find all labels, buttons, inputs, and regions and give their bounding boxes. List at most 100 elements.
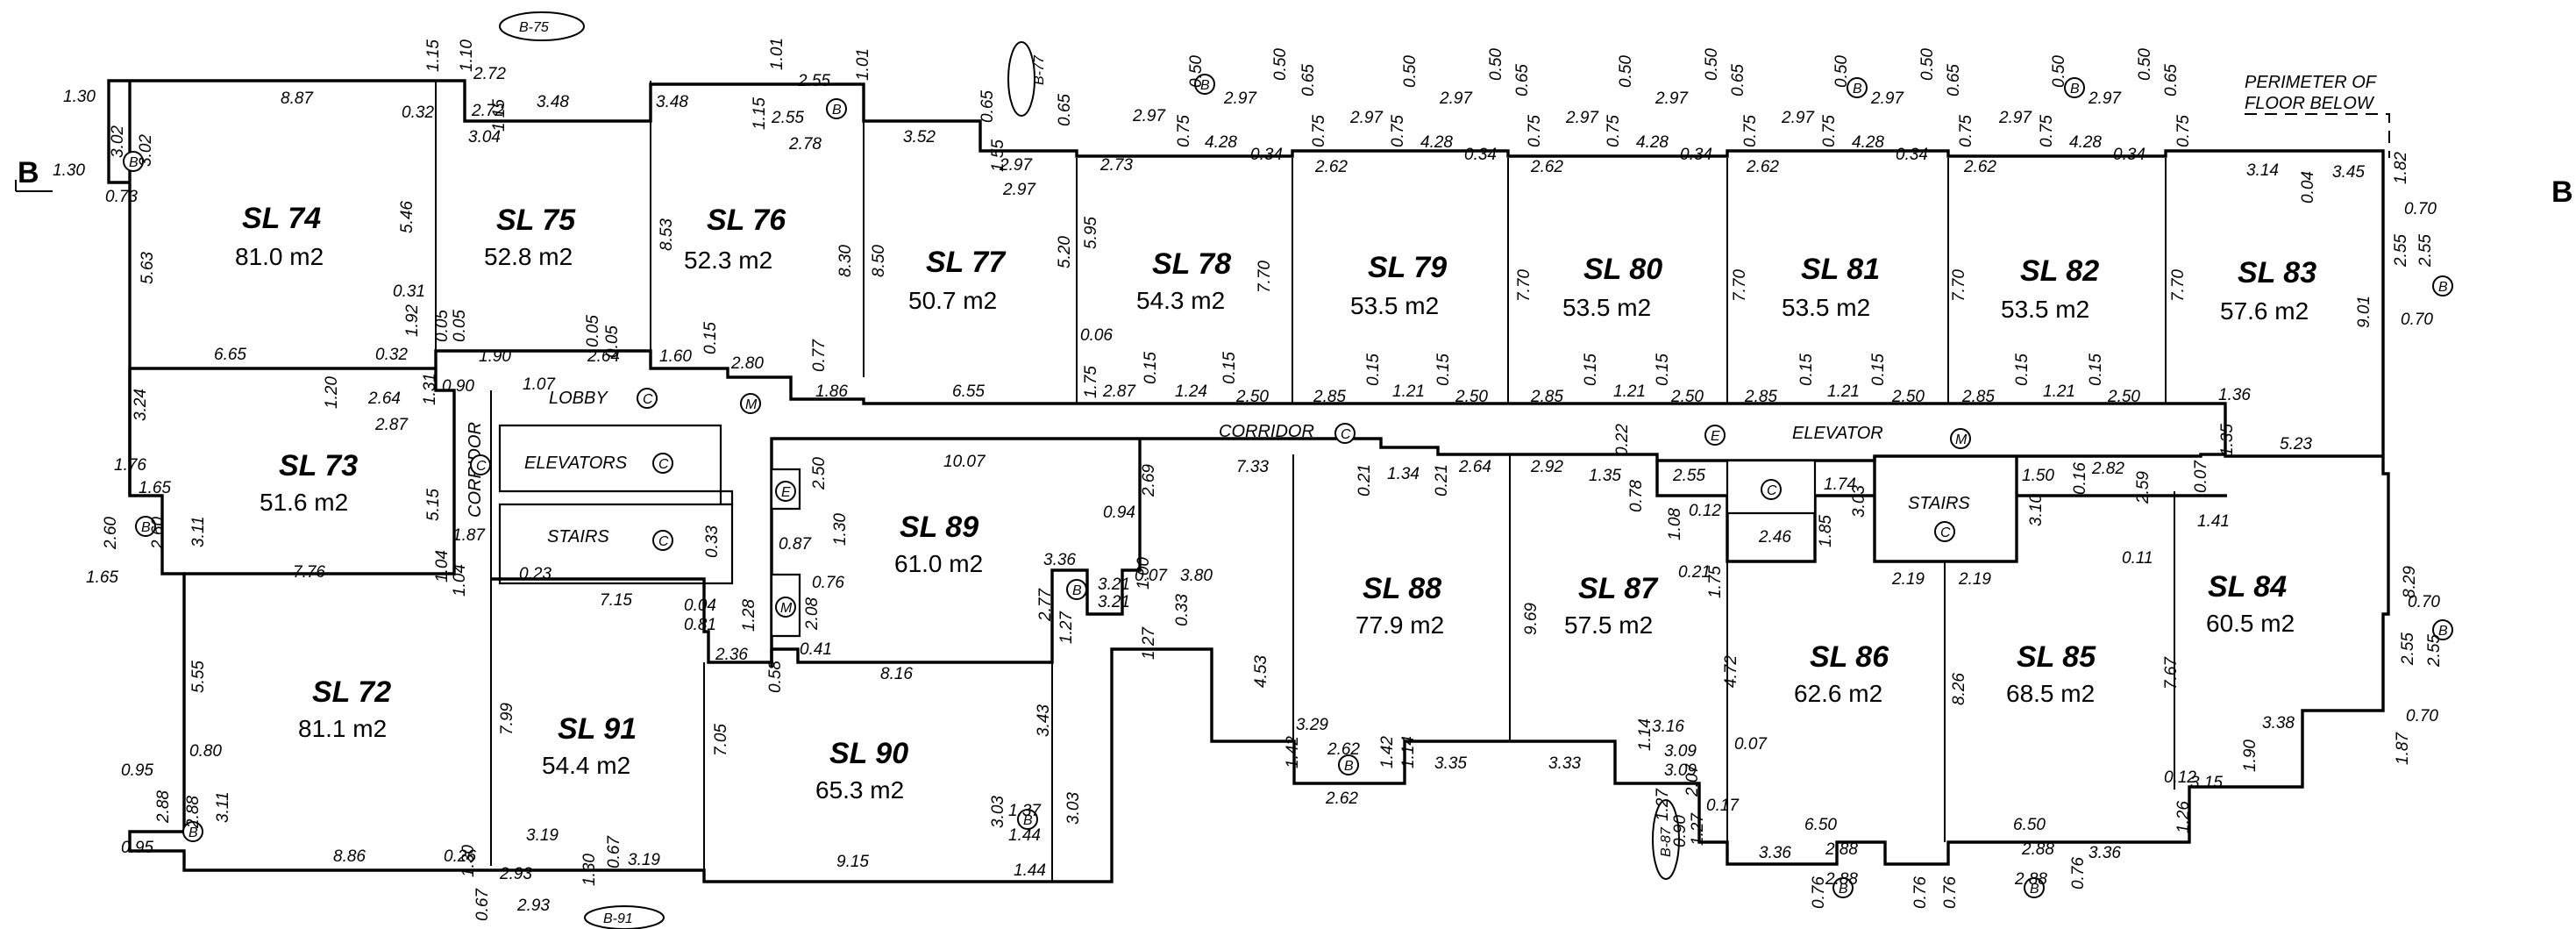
dimension-label: 0.65 bbox=[1299, 64, 1318, 96]
dimension-label: 2.60 bbox=[149, 517, 167, 550]
dimension-label: 1.21 bbox=[1827, 382, 1860, 401]
dimension-label: 2.97 bbox=[1781, 109, 1815, 127]
dimension-label: 0.32 bbox=[375, 346, 408, 364]
dimension-label: 3.10 bbox=[2027, 494, 2046, 526]
unit-area: 57.6 m2 bbox=[2220, 297, 2309, 325]
dimension-label: 1.85 bbox=[1817, 515, 1835, 547]
dimension-label: 1.04 bbox=[433, 550, 452, 582]
balcony-symbol bbox=[182, 821, 203, 842]
dimension-label: 0.65 bbox=[1945, 64, 1963, 96]
dimension-label: 3.11 bbox=[189, 516, 208, 547]
dimension-label: 0.75 bbox=[1741, 115, 1760, 147]
unit-name: SL 78 bbox=[1152, 247, 1231, 281]
dimension-label: 1.82 bbox=[2392, 152, 2410, 184]
electrical-symbol-letter: E bbox=[1711, 429, 1720, 444]
electrical-symbol bbox=[1704, 425, 1726, 446]
dimension-label: 3.48 bbox=[537, 93, 569, 111]
dimension-label: 2.50 bbox=[1455, 388, 1488, 406]
common-symbol-letter: C bbox=[643, 392, 653, 407]
dimension-label: 1.76 bbox=[114, 456, 146, 475]
dimension-label: 1.44 bbox=[1008, 826, 1041, 845]
dimension-label: 1.36 bbox=[2218, 386, 2251, 404]
dimension-label: 1.26 bbox=[2174, 801, 2193, 833]
dimension-label: 8.87 bbox=[281, 89, 314, 108]
dimension-label: 2.50 bbox=[1891, 388, 1925, 406]
balcony-tags: B-75 B-77 B-87 B-91 bbox=[499, 11, 1680, 929]
dimension-label: 6.50 bbox=[1804, 816, 1837, 834]
dimension-label: 0.07 bbox=[1734, 735, 1768, 754]
dimension-label: 1.42 bbox=[1378, 736, 1397, 768]
dimension-label: 2.69 bbox=[1140, 464, 1158, 497]
dimension-label: 2.82 bbox=[2091, 460, 2124, 478]
mechanical-symbol bbox=[775, 597, 796, 618]
dimension-label: 2.78 bbox=[788, 135, 822, 154]
dimension-label: 2.64 bbox=[587, 347, 620, 366]
section-mark-left: B bbox=[18, 156, 39, 189]
dimension-label: 7.70 bbox=[1515, 269, 1534, 302]
dimension-label: 5.15 bbox=[424, 489, 443, 521]
balcony-symbol-letter: B bbox=[832, 103, 842, 118]
balcony-symbol bbox=[826, 98, 847, 119]
unit-area: 81.0 m2 bbox=[235, 243, 324, 270]
unit-name: SL 80 bbox=[1583, 253, 1662, 286]
dimension-label: 1.01 bbox=[854, 48, 872, 81]
mechanical-symbol-letter: M bbox=[745, 397, 758, 412]
balcony-symbol bbox=[1017, 809, 1038, 830]
dimension-label: 0.15 bbox=[1142, 352, 1160, 384]
dimension-label: 2.87 bbox=[374, 416, 409, 434]
unit-name: SL 82 bbox=[2020, 254, 2099, 288]
balcony-tag-b75: B-75 bbox=[519, 20, 549, 35]
walls bbox=[107, 79, 2390, 883]
dimension-label: 3.04 bbox=[468, 128, 501, 146]
stairs-label: STAIRS bbox=[547, 527, 609, 547]
dimension-label: 0.80 bbox=[189, 742, 222, 761]
balcony-symbol-letter: B bbox=[189, 825, 198, 840]
dimension-label: 8.26 bbox=[1950, 673, 1968, 705]
unit-area: 51.6 m2 bbox=[260, 489, 348, 516]
dimension-label: 0.23 bbox=[519, 565, 551, 583]
dimension-label: 0.75 bbox=[1957, 115, 1975, 147]
common-symbol-letter: C bbox=[1341, 427, 1351, 442]
unit-name: SL 86 bbox=[1810, 640, 1889, 674]
dimension-label: 1.35 bbox=[1589, 467, 1621, 485]
dimension-label: 7.70 bbox=[1950, 269, 1968, 302]
dimension-label: 2.72 bbox=[471, 102, 504, 120]
dimension-label: 0.12 bbox=[1689, 502, 1721, 520]
section-mark-left-line bbox=[15, 180, 53, 192]
dimension-label: 1.37 bbox=[1008, 802, 1042, 820]
balcony-symbol bbox=[2064, 77, 2085, 98]
dimension-label: 0.06 bbox=[1080, 326, 1113, 345]
dimension-label: 1.30 bbox=[580, 854, 599, 886]
balcony-symbol bbox=[123, 151, 144, 172]
balcony-tag-b75-outline bbox=[499, 11, 585, 41]
dimension-label: 2.60 bbox=[102, 517, 120, 550]
unit-name: SL 81 bbox=[1801, 253, 1880, 286]
dimension-label: 2.97 bbox=[1132, 107, 1166, 125]
mechanical-symbol bbox=[1950, 428, 1971, 449]
balcony-tag-b77: B-77 bbox=[1032, 54, 1047, 85]
dimension-label: 1.15 bbox=[751, 97, 769, 130]
unit-area: 53.5 m2 bbox=[2001, 296, 2089, 323]
dimension-label: 1.65 bbox=[86, 568, 118, 587]
unit-area: 77.9 m2 bbox=[1356, 611, 1444, 639]
dimension-label: 1.41 bbox=[2197, 512, 2230, 531]
dimension-label: 2.93 bbox=[499, 865, 532, 883]
dimension-label: 1.21 bbox=[1392, 382, 1425, 401]
dimension-label: 0.31 bbox=[393, 282, 425, 301]
dimension-label: 2.80 bbox=[730, 354, 764, 373]
common-symbol bbox=[652, 453, 673, 474]
dimension-label: 3.33 bbox=[1548, 754, 1581, 773]
dimension-label: 3.02 bbox=[137, 134, 155, 167]
dimension-label: 5.20 bbox=[1056, 236, 1074, 268]
dimension-label: 0.05 bbox=[603, 325, 622, 358]
dimension-label: 0.50 bbox=[1271, 48, 1290, 81]
dimension-label: 0.50 bbox=[1703, 48, 1721, 81]
dimension-label: 9.15 bbox=[836, 853, 869, 871]
unit-name: SL 73 bbox=[279, 449, 358, 482]
dimension-label: 0.21 bbox=[1356, 464, 1374, 497]
dimension-label: 5.55 bbox=[189, 661, 208, 693]
common-symbol-letter: C bbox=[476, 459, 487, 474]
unit-area: 81.1 m2 bbox=[298, 715, 387, 742]
dimension-label: 0.15 bbox=[1582, 354, 1600, 386]
